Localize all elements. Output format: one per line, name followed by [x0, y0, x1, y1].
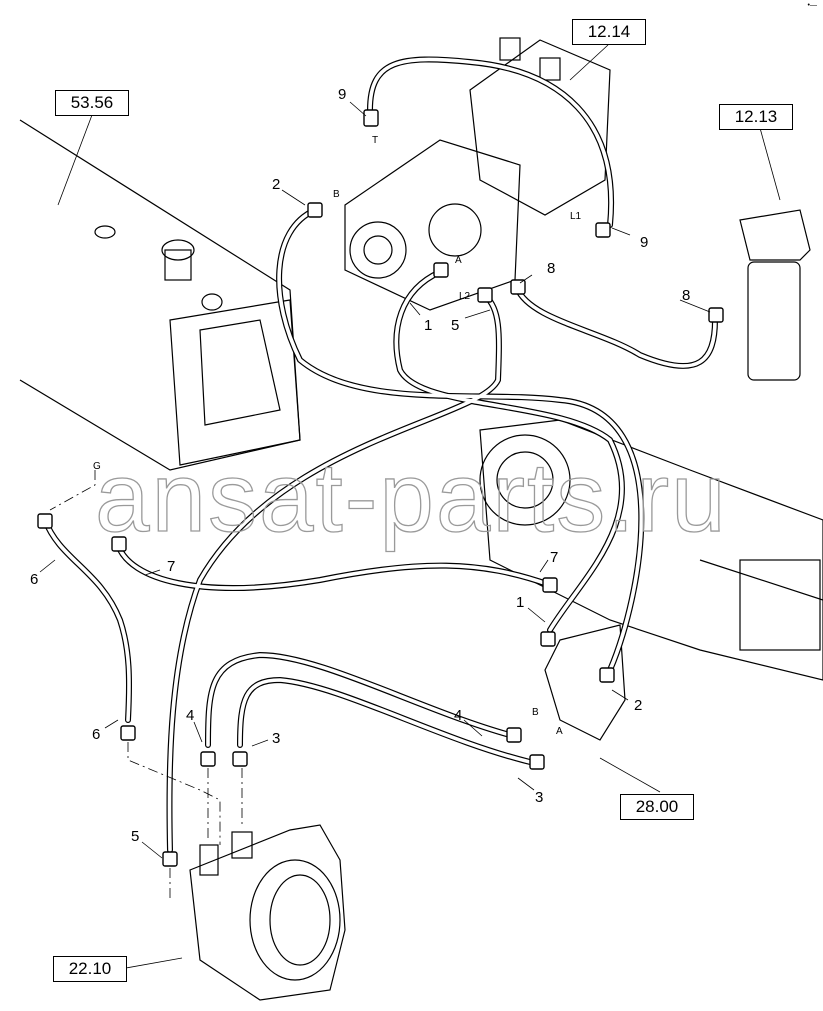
transmission-valve — [544, 624, 626, 741]
callout-5-motor: 5 — [131, 828, 140, 845]
fitting-nut — [200, 751, 216, 767]
fitting-nut — [120, 725, 136, 741]
ref-box-53-56[interactable]: 53.56 — [55, 90, 129, 116]
corner-mark: •— — [807, 2, 817, 9]
port-label-a-valve: A — [556, 726, 563, 737]
fitting-nut — [477, 287, 493, 303]
engine-filler-cap — [161, 239, 195, 261]
valve-block — [469, 39, 611, 216]
filter — [739, 209, 811, 261]
fitting-nut — [232, 751, 248, 767]
callout-4-motor: 4 — [186, 707, 195, 724]
callout-9-right: 9 — [640, 234, 649, 251]
fitting-nut — [708, 307, 724, 323]
watermark: ansat-parts.ru — [94, 442, 728, 552]
port-label-b-valve: B — [532, 707, 539, 718]
fitting-nut — [506, 727, 522, 743]
callout-6-upper: 6 — [30, 571, 39, 588]
fitting-nut — [595, 222, 611, 238]
fitting-nut — [510, 279, 526, 295]
ref-box-22-10[interactable]: 22.10 — [53, 956, 127, 982]
port-label-l2: L2 — [459, 291, 471, 302]
callout-8-filter: 8 — [682, 287, 691, 304]
wheel-motor — [189, 824, 346, 1001]
callout-2-pump: 2 — [272, 176, 281, 193]
axle-hub — [479, 434, 571, 526]
hose-9 — [367, 56, 615, 228]
hydrostatic-pump — [344, 139, 521, 311]
fitting-nut — [542, 577, 558, 593]
callout-8-pump: 8 — [547, 260, 556, 277]
callout-3-valve: 3 — [535, 789, 544, 806]
fitting-nut — [307, 202, 323, 218]
fitting-nut — [433, 262, 449, 278]
fitting-nut — [363, 109, 379, 127]
fitting-nut — [37, 513, 53, 529]
ref-box-28-00[interactable]: 28.00 — [620, 794, 694, 820]
engine-outline — [19, 119, 301, 471]
callout-1-pump: 1 — [424, 317, 433, 334]
engine-valve-cover — [169, 299, 301, 466]
fitting-nut — [599, 667, 615, 683]
callout-4-valve: 4 — [454, 707, 463, 724]
callout-2-valve: 2 — [634, 697, 643, 714]
port-label-b-pump: B — [333, 189, 340, 200]
fitting-nut — [111, 536, 127, 552]
callout-3-motor: 3 — [272, 730, 281, 747]
port-label-l1: L1 — [570, 211, 582, 222]
fitting-nut — [529, 754, 545, 770]
callout-9-top: 9 — [338, 86, 347, 103]
callout-7-mid: 7 — [550, 549, 559, 566]
ref-box-12-14[interactable]: 12.14 — [572, 19, 646, 45]
callout-5-pump: 5 — [451, 317, 460, 334]
port-label-a-pump: A — [455, 255, 462, 266]
callout-7-left: 7 — [167, 558, 176, 575]
port-label-g: G — [93, 461, 101, 472]
callout-1-valve: 1 — [516, 594, 525, 611]
fitting-nut — [540, 631, 556, 647]
hose-2 — [276, 207, 645, 673]
port-label-t: T — [372, 135, 379, 146]
fitting-nut — [162, 851, 178, 867]
callout-6-lower: 6 — [92, 726, 101, 743]
ref-box-12-13[interactable]: 12.13 — [719, 104, 793, 130]
